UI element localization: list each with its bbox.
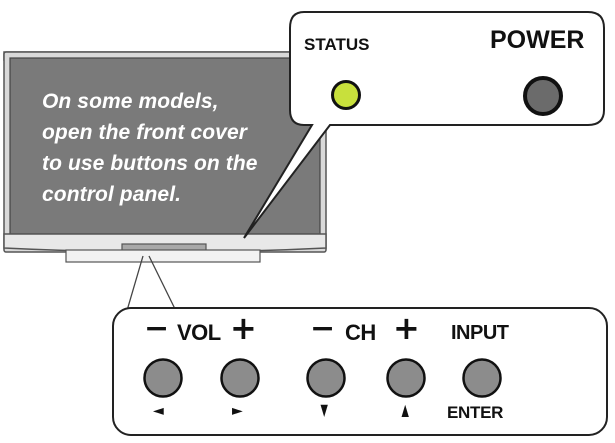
vol-label: VOL — [177, 320, 221, 345]
arrow-up-icon: ▲ — [401, 400, 409, 419]
enter-label: ENTER — [447, 403, 504, 422]
status-led — [331, 80, 361, 110]
status-callout-box — [243, 11, 605, 239]
ch-down-button[interactable] — [306, 358, 346, 398]
vol-minus-symbol: − — [144, 311, 170, 346]
status-label: STATUS — [304, 35, 370, 54]
power-button[interactable] — [523, 76, 563, 116]
ch-plus-symbol: + — [393, 309, 420, 347]
power-label: POWER — [490, 26, 585, 54]
input-enter-button[interactable] — [462, 358, 502, 398]
tv-note: On some models, open the front cover to … — [42, 86, 312, 210]
tv-stand — [65, 249, 261, 263]
tv-note-line: to use buttons on the — [42, 152, 258, 175]
vol-plus-symbol: + — [230, 309, 257, 347]
vol-up-button[interactable] — [220, 358, 260, 398]
ch-up-button[interactable] — [386, 358, 426, 398]
callout-line-right — [148, 255, 177, 312]
tv-note-line: control panel. — [42, 183, 182, 206]
input-label: INPUT — [451, 322, 509, 344]
tv-note-line: On some models, — [42, 90, 219, 113]
control-panel-box — [112, 307, 608, 436]
ch-label: CH — [345, 320, 376, 345]
arrow-left-icon: ◄ — [153, 403, 164, 419]
arrow-right-icon: ► — [232, 403, 243, 419]
arrow-down-icon: ▼ — [320, 400, 328, 419]
ch-minus-symbol: − — [310, 311, 336, 346]
tv-note-line: open the front cover — [42, 121, 248, 144]
callout-line-left — [125, 255, 144, 315]
vol-down-button[interactable] — [143, 358, 183, 398]
